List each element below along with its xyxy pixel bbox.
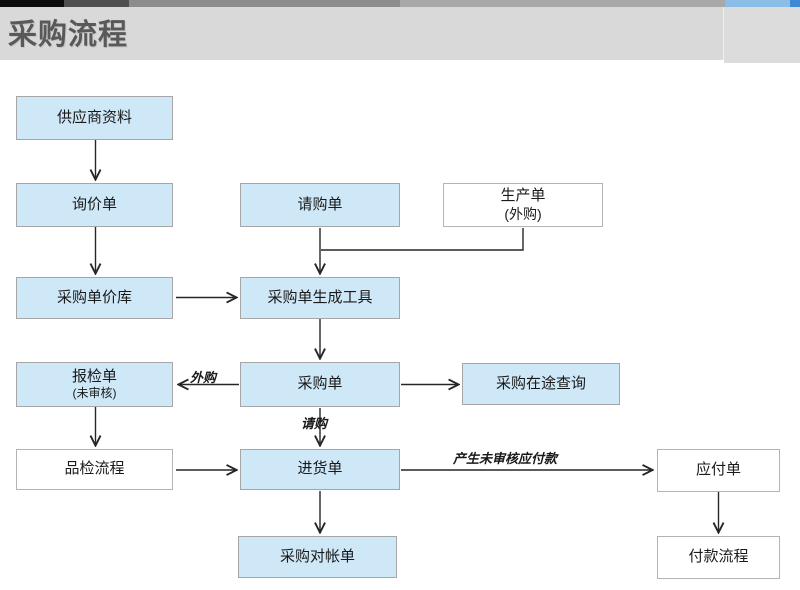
node-po-generator[interactable]: 采购单生成工具 [240,277,400,319]
node-label: 付款流程 [688,548,749,566]
edge-label-outsourced: 外购 [190,370,217,385]
node-price-library[interactable]: 采购单价库 [16,277,173,319]
node-label: 请购单 [297,195,343,213]
node-in-transit-query[interactable]: 采购在途查询 [462,363,620,405]
edge-label-generate-payable: 产生未审核应付款 [453,451,558,466]
node-reconciliation[interactable]: 采购对帐单 [238,536,397,578]
node-payable-order[interactable]: 应付单 [657,449,780,492]
node-label: 采购单价库 [56,288,132,306]
node-sublabel: (外购) [504,205,542,222]
node-inquiry-order[interactable]: 询价单 [16,183,173,227]
node-inspection-report[interactable]: 报检单 (未审核) [16,362,173,407]
node-label: 询价单 [71,195,117,213]
node-supplier-info[interactable]: 供应商资料 [16,96,173,140]
header-band-right [724,7,800,63]
top-accent-bar [0,0,800,7]
edge-production-elbow [321,228,524,251]
node-label: 采购在途查询 [495,374,586,392]
node-production-order[interactable]: 生产单 (外购) [443,183,603,227]
node-label: 应付单 [695,461,741,479]
node-purchase-order[interactable]: 采购单 [240,362,400,407]
header-band [0,7,724,60]
node-label: 生产单 [500,186,546,204]
node-label: 供应商资料 [56,108,132,126]
node-label: 进货单 [297,460,343,478]
node-goods-receipt[interactable]: 进货单 [240,449,400,490]
edge-label-requisition: 请购 [301,416,328,431]
node-payment-process[interactable]: 付款流程 [657,536,780,579]
node-purchase-requisition[interactable]: 请购单 [240,183,400,227]
node-sublabel: (未审核) [72,386,117,401]
node-label: 报检单 [71,367,117,385]
node-label: 品检流程 [64,460,125,478]
node-qc-process[interactable]: 品检流程 [16,449,173,490]
node-label: 采购单生成工具 [267,288,373,306]
node-label: 采购对帐单 [279,547,355,565]
page-title: 采购流程 [8,19,129,51]
node-label: 采购单 [297,375,343,393]
